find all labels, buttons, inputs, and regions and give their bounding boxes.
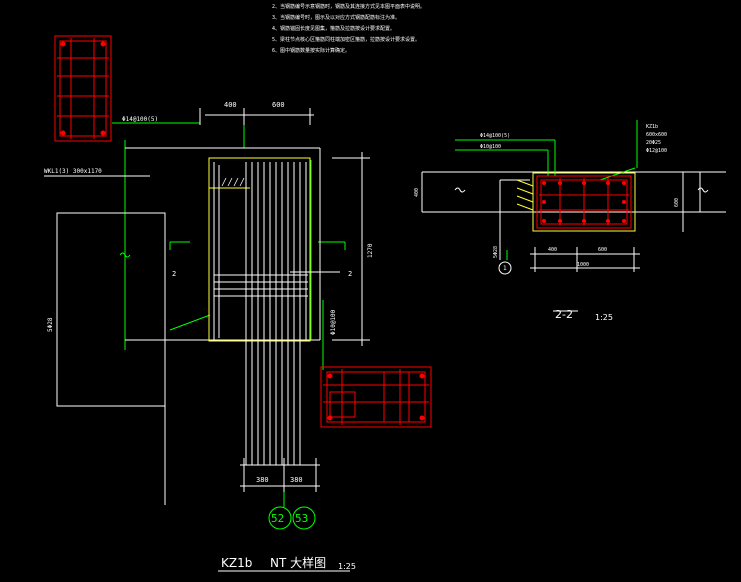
- section-dim-bottom-total: 1000: [577, 262, 589, 268]
- stirrup-label: Φ14@100(5): [122, 116, 158, 123]
- section-mark-left: 2: [172, 270, 176, 278]
- dim-top-right: 600: [272, 101, 285, 109]
- drawing-title-sub: NT 大样图: [270, 555, 326, 570]
- section-column-name: KZ1b: [646, 124, 658, 130]
- section-mark-right: 2: [348, 270, 352, 278]
- beam-label: WKL1(3) 300x1170: [44, 168, 102, 175]
- rebar-detail-bottom: [320, 366, 432, 428]
- side-bars-label: 5Φ28: [47, 317, 54, 332]
- column-hatch-marks: [221, 177, 245, 187]
- section-2-2: [421, 120, 726, 312]
- note-line-5: 6、图中钢筋数量按实际计算确定。: [272, 47, 350, 54]
- axis-bubbles: [268, 492, 316, 530]
- section-title: 2-2: [555, 308, 573, 321]
- axis-label-52: 52: [271, 512, 284, 525]
- column-rebars: [213, 162, 340, 465]
- drawing-title-scale: 1:25: [338, 562, 356, 571]
- section-side-bars: 5Φ28: [493, 246, 499, 258]
- section-dim-bottom-right: 600: [598, 247, 607, 253]
- axis-label-53: 53: [295, 512, 308, 525]
- section-dim-bottom-left: 400: [548, 247, 557, 253]
- section-label-stirrup: Φ14@100(5): [480, 133, 510, 139]
- note-line-1: 2、当钢筋编号示意钢筋时，钢筋及其连接方式见本图平面表中说明。: [272, 3, 425, 10]
- column-yellow: [208, 157, 311, 342]
- main-frame-white: [56, 108, 370, 505]
- tie-label: Φ10@100: [330, 309, 337, 335]
- note-line-2: 3、当钢筋编号时，图示及以对应方式钢筋配筋标注为准。: [272, 14, 400, 21]
- rebar-detail-top-left: [54, 35, 112, 142]
- leader-lines-green: [112, 115, 346, 370]
- dim-right-vertical: 1270: [367, 243, 374, 258]
- note-line-4: 5、梁柱节点核心区箍筋同柱端加密区箍筋，拉筋按设计要求设置。: [272, 36, 420, 43]
- section-dim-left-height: 400: [414, 188, 420, 197]
- section-label-tie: Φ10@100: [480, 144, 501, 150]
- section-column-spec-1: 600x600: [646, 132, 667, 138]
- section-column-spec-2: 20Φ25: [646, 140, 661, 146]
- section-circle-mark-label: 1: [503, 265, 507, 272]
- general-notes: 2、当钢筋编号示意钢筋时，钢筋及其连接方式见本图平面表中说明。 3、当钢筋编号时…: [272, 3, 425, 54]
- section-dim-right-height: 600: [674, 198, 680, 207]
- note-line-3: 4、钢筋锚固长度见图集，箍筋及拉筋按设计要求配置。: [272, 25, 395, 32]
- drawing-title-name: KZ1b: [221, 556, 252, 570]
- circle-mark: [498, 261, 512, 275]
- section-scale: 1:25: [595, 313, 613, 322]
- dim-bottom-right: 380: [290, 476, 303, 484]
- dim-top-left: 400: [224, 101, 237, 109]
- section-column-spec-3: Φ12@100: [646, 148, 667, 154]
- dim-bottom-left: 380: [256, 476, 269, 484]
